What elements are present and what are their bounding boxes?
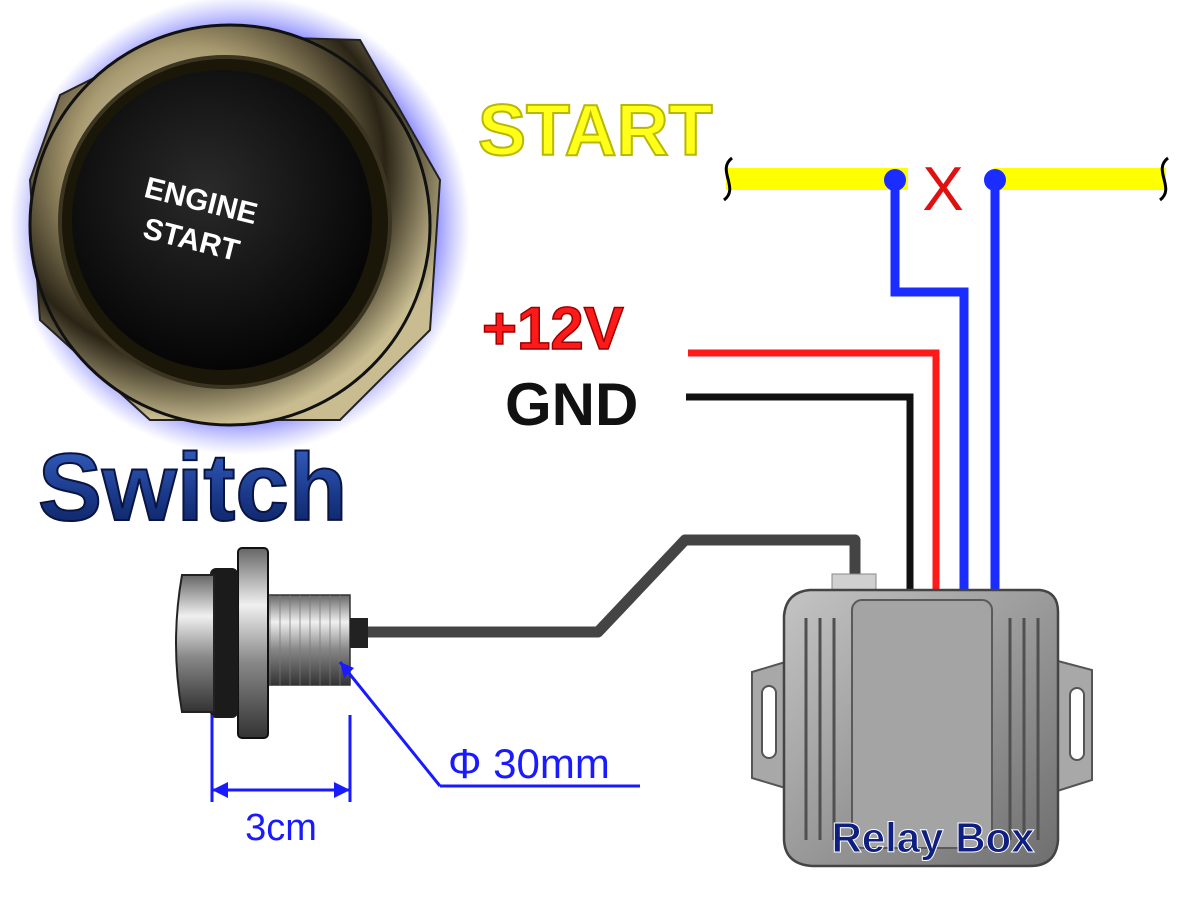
arrow-pointer-icon xyxy=(340,662,354,678)
switch-nut xyxy=(237,547,269,739)
start-wire-label: START xyxy=(478,91,713,171)
relay-box-label: Relay Box xyxy=(831,814,1035,861)
splice-point-right xyxy=(984,169,1006,191)
ground-wire-label: GND xyxy=(505,371,638,438)
engine-start-button-photo: ENGINE START xyxy=(10,0,470,455)
relay-box xyxy=(751,573,1093,868)
dimension-annotations: 3cm Φ 30mm xyxy=(210,661,640,849)
relay-wire-start-in xyxy=(890,180,969,592)
switch-title: Switch xyxy=(38,434,347,541)
diameter-leader-line xyxy=(338,661,442,787)
wire-break-left-icon xyxy=(722,156,734,202)
ground-wire xyxy=(686,393,914,592)
arrow-right-icon xyxy=(334,782,350,798)
relay-box-panel xyxy=(851,599,993,849)
start-wire-cut-gap xyxy=(908,164,994,194)
power-wire xyxy=(688,349,940,592)
button-face xyxy=(72,70,372,370)
power-wire-label: +12V xyxy=(482,295,624,362)
cut-mark: X xyxy=(922,155,963,224)
length-label: 3cm xyxy=(245,807,317,849)
switch-side-view xyxy=(175,547,368,739)
switch-o-ring xyxy=(210,568,238,718)
wire-break-right-icon xyxy=(1158,156,1170,202)
switch-bezel-side xyxy=(175,574,215,713)
diameter-label: Φ 30mm xyxy=(448,740,610,787)
arrow-left-icon xyxy=(212,782,228,798)
switch-cable xyxy=(365,534,861,638)
splice-point-left xyxy=(884,169,906,191)
switch-cable-boot xyxy=(350,618,368,648)
